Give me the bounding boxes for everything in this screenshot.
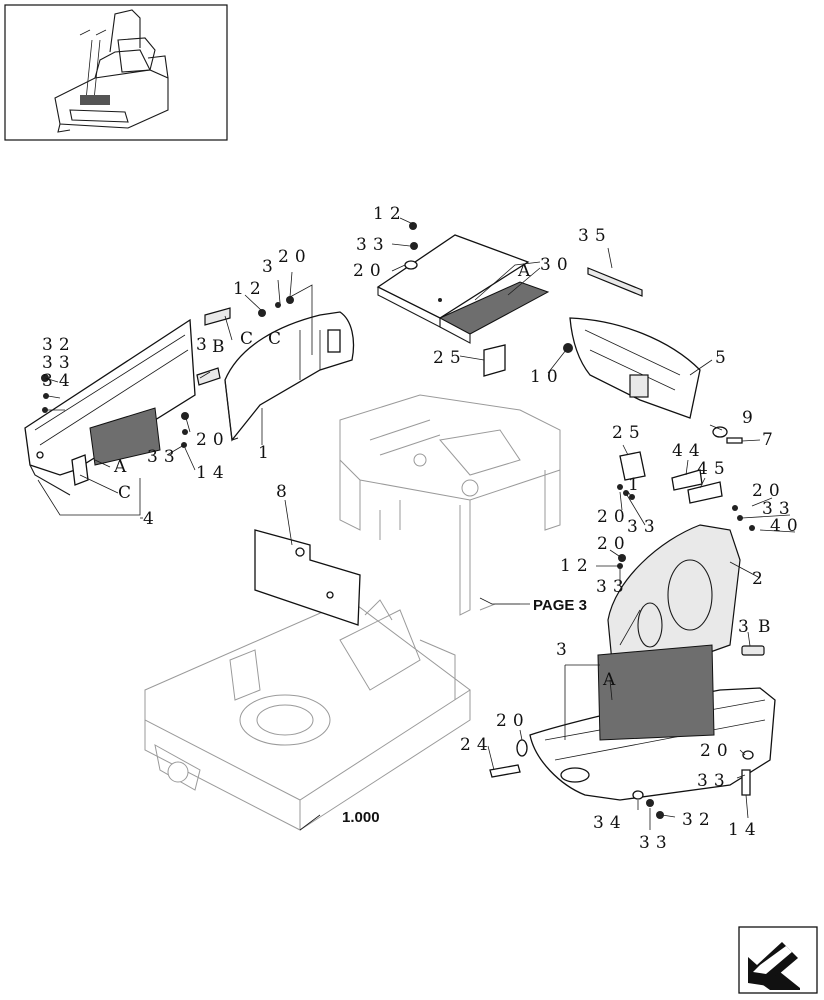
callout-label: 33 (762, 499, 796, 519)
callout-label: 20 (597, 534, 631, 554)
part-2-right-cover (607, 524, 741, 671)
inset-thumbnail (4, 4, 228, 141)
callout-label: C (118, 483, 137, 503)
callout-label: 34 (42, 371, 76, 391)
callout-label: 33 (356, 235, 390, 255)
top-plate-parts (376, 234, 550, 344)
callout-label: 45 (697, 459, 731, 479)
callout-label: B (758, 617, 777, 637)
callout-label: 12 (560, 556, 594, 576)
callout-label: 3 (262, 257, 279, 277)
part-4-left-side-cover (24, 318, 196, 496)
part-3-front-right-cover (529, 644, 776, 801)
callout-label: B (212, 337, 231, 357)
next-page-arrow-icon[interactable] (738, 926, 818, 994)
callout-label: 20 (196, 430, 230, 450)
upper-frame-drawing (339, 394, 561, 616)
page-3-reference: PAGE 3 (533, 597, 587, 614)
callout-label: A (602, 670, 621, 690)
callout-label: A (113, 457, 132, 477)
part-5-rear-cover (569, 317, 701, 419)
callout-label: 20 (496, 711, 530, 731)
part-35-bar (587, 267, 643, 297)
callout-label: 33 (42, 353, 76, 373)
callout-label: 14 (196, 463, 230, 483)
callout-label: 12 (373, 204, 407, 224)
callout-label: 32 (42, 335, 76, 355)
callout-label: 25 (433, 348, 467, 368)
callout-label: C (240, 329, 259, 349)
callout-label: A (517, 261, 536, 281)
callout-label: 3 (556, 640, 573, 660)
callout-label: 10 (530, 367, 564, 387)
callout-label: 30 (540, 255, 574, 275)
callout-label: 24 (460, 735, 494, 755)
small-hardware (41, 222, 755, 819)
callout-label: 20 (353, 261, 387, 281)
callout-label: 20 (752, 481, 786, 501)
callout-label: 1 (258, 443, 275, 463)
callout-label: 40 (770, 516, 804, 536)
page-references: PAGE 3 1.000 (342, 597, 587, 826)
callout-label: 44 (672, 441, 706, 461)
base-frame-reference: 1.000 (342, 809, 380, 826)
callout-label: 2 (752, 569, 769, 589)
callout-label: 3 (738, 617, 755, 637)
part-1-left-cover (224, 311, 355, 442)
callout-labels: 12 33 20 30 A 35 12 3 20 C 32 33 34 B 3 … (42, 204, 804, 853)
callout-label: 8 (276, 482, 293, 502)
callout-label: 25 (612, 423, 646, 443)
callout-label: 32 (682, 810, 716, 830)
callout-label: 34 (593, 813, 627, 833)
callout-label: 5 (715, 348, 732, 368)
callout-label: 4 (143, 509, 160, 529)
callout-label: 7 (762, 430, 779, 450)
callout-label: C (268, 329, 287, 349)
callout-label: 12 (233, 279, 267, 299)
callout-label: 33 (627, 517, 661, 537)
callout-label: 20 (278, 247, 312, 267)
callout-label: 33 (596, 577, 630, 597)
callout-label: 9 (742, 408, 759, 428)
callout-label: 33 (697, 771, 731, 791)
callout-label: 35 (578, 226, 612, 246)
callout-label: 20 (700, 741, 734, 761)
callout-label: 33 (639, 833, 673, 853)
leader-lines (37, 217, 796, 831)
lower-chassis-drawing (144, 599, 471, 831)
callout-label: 33 (147, 447, 181, 467)
callout-label: 14 (728, 820, 762, 840)
part-8-panel (254, 529, 361, 626)
callout-label: 1 (628, 475, 645, 495)
callout-label: 3 (196, 335, 213, 355)
machine-thumbnail-drawing (54, 9, 169, 133)
callout-label: 20 (597, 507, 631, 527)
